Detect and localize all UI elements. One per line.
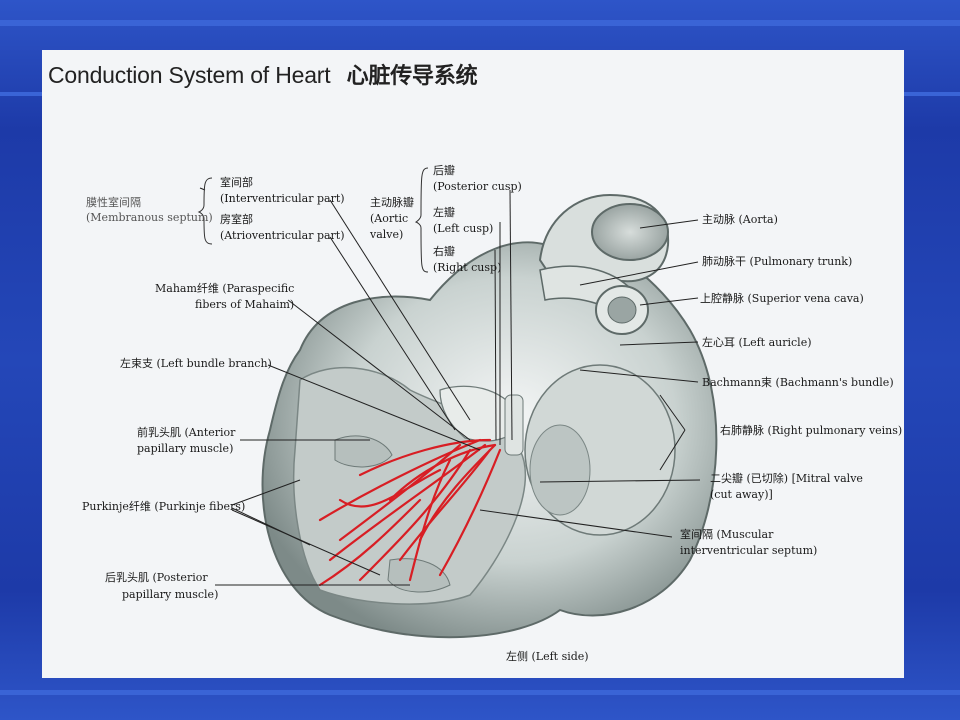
label-posterior-cusp-cn: 后瓣 bbox=[433, 164, 455, 177]
label-atrioventricular-en: (Atrioventricular part) bbox=[220, 229, 345, 242]
label-mahaim-1: Maham纤维 (Paraspecific bbox=[155, 282, 295, 295]
label-atrioventricular-cn: 房室部 bbox=[220, 213, 253, 226]
title-english: Conduction System of Heart bbox=[48, 62, 331, 88]
label-interventricular-en: (Interventricular part) bbox=[220, 192, 345, 205]
label-left-side: 左侧 (Left side) bbox=[506, 650, 589, 663]
label-post-papillary-2: papillary muscle) bbox=[122, 588, 219, 601]
decor-stripe bbox=[0, 20, 960, 26]
label-muscular-septum-1: 室间隔 (Muscular bbox=[680, 528, 774, 541]
anterior-papillary-muscle bbox=[334, 435, 393, 468]
label-ant-papillary-1: 前乳头肌 (Anterior bbox=[137, 426, 236, 439]
label-muscular-septum-2: interventricular septum) bbox=[680, 544, 818, 557]
label-left-auricle: 左心耳 (Left auricle) bbox=[702, 336, 812, 349]
label-left-cusp-cn: 左瓣 bbox=[433, 206, 455, 219]
label-ant-papillary-2: papillary muscle) bbox=[137, 442, 234, 455]
title-chinese: 心脏传导系统 bbox=[346, 63, 478, 88]
label-right-pulm-veins: 右肺静脉 (Right pulmonary veins) bbox=[720, 424, 903, 437]
label-aortic-valve-en1: (Aortic bbox=[370, 212, 409, 225]
label-posterior-cusp-en: (Posterior cusp) bbox=[433, 180, 522, 193]
label-left-bundle: 左束支 (Left bundle branch) bbox=[120, 357, 272, 370]
slide-title: Conduction System of Heart 心脏传导系统 bbox=[48, 58, 478, 90]
posterior-papillary-muscle bbox=[387, 558, 451, 593]
label-right-cusp-cn: 右瓣 bbox=[433, 245, 455, 258]
label-pulmonary-trunk: 肺动脉干 (Pulmonary trunk) bbox=[702, 255, 853, 268]
label-aortic-valve-cn: 主动脉瓣 bbox=[370, 196, 414, 209]
label-bachmann: Bachmann束 (Bachmann's bundle) bbox=[702, 376, 894, 389]
label-left-cusp-en: (Left cusp) bbox=[433, 222, 494, 235]
label-purkinje: Purkinje纤维 (Purkinje fibers) bbox=[82, 500, 246, 513]
label-aortic-valve-en2: valve) bbox=[370, 228, 404, 241]
label-post-papillary-1: 后乳头肌 (Posterior bbox=[105, 571, 208, 584]
label-aorta: 主动脉 (Aorta) bbox=[702, 213, 778, 226]
aorta-opening bbox=[591, 203, 669, 261]
label-right-cusp-en: (Right cusp) bbox=[433, 261, 502, 274]
label-membranous-septum-en: (Membranous septum) bbox=[86, 211, 213, 224]
decor-stripe bbox=[0, 690, 960, 695]
purkinje-network bbox=[318, 438, 502, 587]
label-mitral-1: 二尖瓣 (已切除) [Mitral valve bbox=[710, 472, 863, 485]
label-svc: 上腔静脉 (Superior vena cava) bbox=[700, 292, 864, 305]
label-mahaim-2: fibers of Mahaim) bbox=[195, 298, 295, 311]
label-interventricular-cn: 室间部 bbox=[220, 176, 253, 189]
leader-lines bbox=[199, 187, 701, 586]
label-mitral-2: (cut away)] bbox=[710, 488, 773, 501]
label-membranous-septum-cn: 膜性室间隔 bbox=[86, 196, 141, 209]
